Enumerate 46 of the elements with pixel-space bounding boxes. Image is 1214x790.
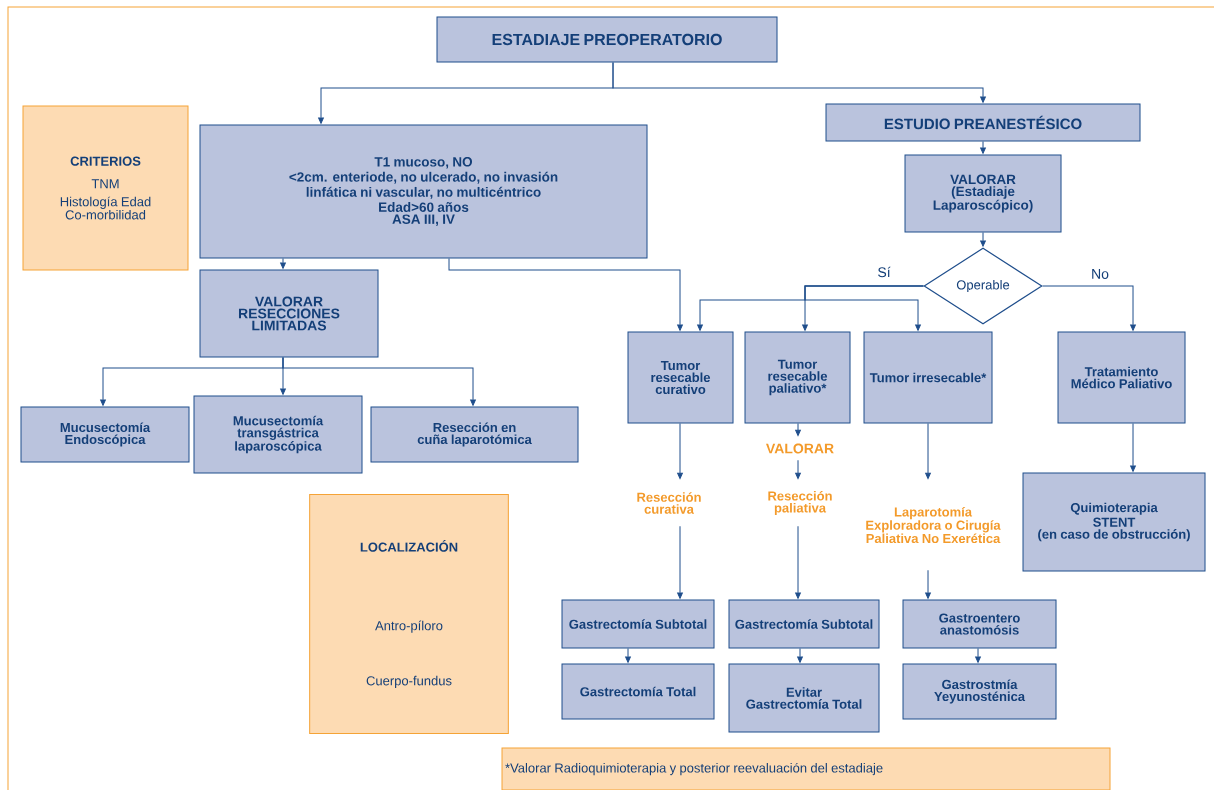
edge-label: Sí [876, 265, 892, 279]
arrow [980, 141, 986, 154]
step-text: Resección curativa [637, 492, 701, 514]
process-box: Evitar Gastrectomía Total [728, 663, 880, 733]
footnote-box: *Valorar Radioquimioterapia y posterior reevaluación del estadiaje [501, 747, 1111, 790]
process-box: Tumor resecable paliativo* [744, 331, 851, 424]
process-box: Gastrectomía Subtotal [561, 599, 715, 649]
arrow [1042, 285, 1136, 331]
arrow [612, 62, 986, 103]
arrow [280, 258, 286, 269]
arrow [1130, 423, 1136, 472]
step-text: Laparotomía Exploradora o Cirugía Paliativa No Exerética [866, 506, 1001, 544]
process-box: Gastrectomía Total [561, 663, 715, 720]
arrow [795, 423, 801, 437]
process-box: Gastrostmía Yeyunosténica [902, 663, 1057, 720]
arrow [282, 357, 476, 406]
step-text: VALORAR [766, 443, 834, 454]
process-box: Tumor irresecable* [863, 331, 993, 424]
arrow [625, 648, 631, 663]
arrow [980, 232, 986, 247]
arrow [925, 423, 931, 480]
criteria-box: CRITERIOS TNM Histología Edad Co-morbilidad [22, 105, 189, 271]
arrow [975, 648, 981, 663]
arrow [448, 258, 683, 331]
arrow [795, 525, 801, 599]
process-box: Mucusectomía Endoscópica [20, 406, 190, 463]
process-box: VALORAR (Estadiaje Laparoscópico) [904, 154, 1062, 233]
arrow [677, 525, 683, 599]
process-box: ESTADIAJE PREOPERATORIO [436, 16, 778, 63]
arrow [797, 648, 803, 663]
process-box: Tratamiento Médico Paliativo [1057, 331, 1186, 424]
edge-label: No [1090, 268, 1110, 280]
process-box: Gastroentero anastomósis [902, 599, 1057, 649]
process-box: Gastrectomía Subtotal [728, 599, 880, 649]
process-box: Mucusectomía transgástrica laparoscópica [193, 395, 363, 474]
process-box: VALORAR RESECCIONES LIMITADAS [199, 269, 379, 358]
step-text: Resección paliativa [768, 490, 832, 516]
arrow [925, 569, 931, 599]
process-box: Tumor resecable curativo [627, 331, 734, 424]
process-box: T1 mucoso, NO <2cm. enteriode, no ulcerado, no invasión linfática ni vascular, no multicéntrico Edad>60 años ASA III, IV [199, 124, 648, 259]
arrow [795, 459, 801, 480]
location-box: LOCALIZACIÓN Antro-píloro Cuerpo-fundus [309, 494, 509, 734]
process-box: Resección en cuña laparotómica [370, 406, 579, 463]
arrow [677, 423, 683, 480]
process-box: Quimioterapia STENT (en caso de obstrucción) [1022, 472, 1206, 572]
process-box: ESTUDIO PREANESTÉSICO [825, 103, 1141, 142]
